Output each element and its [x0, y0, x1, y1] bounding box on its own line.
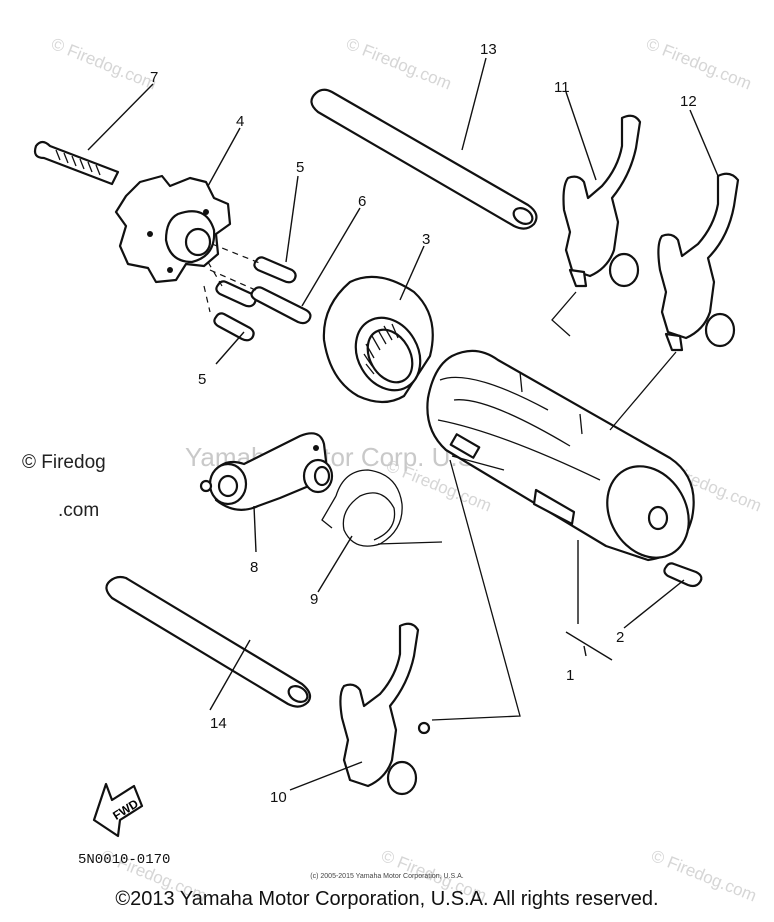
callout-5-top: 5	[296, 159, 304, 176]
assembly-line	[551, 291, 677, 431]
callout-9: 9	[310, 591, 318, 608]
callout-8: 8	[250, 559, 258, 576]
assembly-line	[203, 243, 263, 313]
callout-10: 10	[270, 789, 287, 806]
part-1-shift-cam	[426, 349, 695, 562]
callout-14: 14	[210, 715, 227, 732]
callout-2: 2	[616, 629, 624, 646]
callout-3: 3	[422, 231, 430, 248]
footer-copyright: ©2013 Yamaha Motor Corporation, U.S.A. A…	[115, 888, 659, 910]
part-3-bearing	[322, 275, 434, 404]
callout-13: 13	[480, 41, 497, 58]
diagram-code: 5N0010-0170	[78, 852, 171, 868]
watermark: © Firedog.com	[344, 34, 455, 93]
part-7-bolt	[33, 140, 120, 186]
side-watermark-suffix: .com	[58, 500, 100, 521]
callout-5-bottom: 5	[198, 371, 206, 388]
callout-6: 6	[358, 193, 366, 210]
callout-12: 12	[680, 93, 697, 110]
part-14-shift-fork-shaft	[105, 575, 312, 708]
part-13-shift-fork-shaft	[310, 88, 538, 230]
part-2-pin	[663, 562, 703, 588]
part-12-shift-fork	[657, 172, 740, 352]
part-4-segment	[114, 174, 232, 284]
callout-7: 7	[150, 69, 158, 86]
part-5-pin-middle	[215, 280, 257, 308]
callout-4: 4	[236, 113, 244, 130]
assembly-line	[431, 455, 521, 721]
side-watermark: © Firedog	[22, 452, 106, 473]
part-8-stopper-lever	[199, 432, 334, 511]
watermark: © Firedog.com	[644, 34, 755, 93]
leader-lines	[87, 57, 719, 791]
watermark: © Firedog.com	[49, 34, 160, 93]
small-copyright: (c) 2005-2015 Yamaha Motor Corporation, …	[310, 873, 464, 880]
part-6-pin	[250, 286, 312, 325]
part-5-pin-lower	[213, 312, 255, 342]
part-10-shift-fork	[339, 622, 431, 796]
fwd-arrow: FWD	[92, 782, 144, 838]
part-5-pin-upper	[253, 256, 297, 284]
part-11-shift-fork	[562, 114, 642, 288]
callout-1: 1	[566, 667, 574, 684]
callout-11: 11	[554, 79, 570, 96]
part-9-spring	[321, 469, 443, 547]
